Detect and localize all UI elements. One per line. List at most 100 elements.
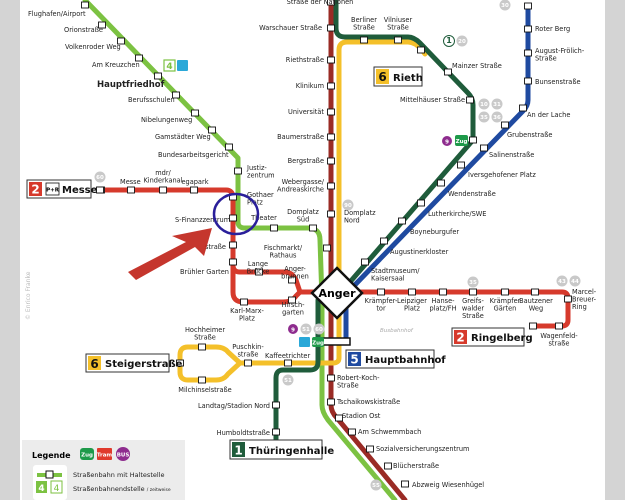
- stop-marker[interactable]: [327, 182, 335, 190]
- station-label-marcel: Marcel-Breuer-Ring: [572, 288, 597, 311]
- stop-marker[interactable]: [384, 462, 392, 470]
- stop-marker[interactable]: [117, 37, 125, 45]
- stop-marker[interactable]: [327, 374, 335, 382]
- stop-marker[interactable]: [327, 108, 335, 116]
- bus-route-number: 10: [480, 102, 488, 108]
- stop-marker[interactable]: [327, 0, 335, 6]
- stop-marker[interactable]: [98, 21, 106, 29]
- anger-hub[interactable]: Anger: [310, 266, 364, 320]
- station-label-mainzer: Mainzer Straße: [452, 62, 502, 70]
- stop-marker[interactable]: [564, 295, 572, 303]
- stop-marker[interactable]: [327, 157, 335, 165]
- stop-marker[interactable]: [439, 288, 447, 296]
- stop-marker[interactable]: [96, 186, 104, 194]
- stop-marker[interactable]: [501, 288, 509, 296]
- stop-marker[interactable]: [327, 133, 335, 141]
- stop-marker[interactable]: [190, 186, 198, 194]
- stop-marker[interactable]: [398, 217, 406, 225]
- stop-marker[interactable]: [417, 199, 425, 207]
- stop-marker[interactable]: [240, 298, 248, 306]
- stop-marker[interactable]: [154, 72, 162, 80]
- stop-marker[interactable]: [335, 414, 343, 422]
- stop-marker[interactable]: [361, 258, 369, 266]
- station-label-kaffee: Kaffeetrichter: [265, 352, 310, 360]
- stop-marker[interactable]: [457, 161, 465, 169]
- stop-marker[interactable]: [524, 2, 532, 10]
- stop-marker[interactable]: [172, 91, 180, 99]
- stop-marker[interactable]: [176, 359, 184, 367]
- stop-marker[interactable]: [272, 428, 280, 436]
- stop-marker[interactable]: [309, 224, 317, 232]
- stop-marker[interactable]: [327, 82, 335, 90]
- terminal-rieth[interactable]: 6 Rieth: [373, 66, 423, 87]
- stop-marker[interactable]: [360, 36, 368, 44]
- stop-marker[interactable]: [244, 359, 252, 367]
- legend-endstelle-num: 4: [38, 484, 44, 494]
- stop-marker[interactable]: [327, 210, 335, 218]
- stop-marker[interactable]: [437, 179, 445, 187]
- station-label-milch: Milchinselstraße: [178, 386, 231, 394]
- station-label-strasse: straße: [205, 243, 226, 251]
- stop-marker[interactable]: [198, 343, 206, 351]
- legend-tram: Tram: [97, 453, 113, 459]
- station-label-klinikum: Klinikum: [296, 82, 324, 90]
- stop-marker[interactable]: [529, 322, 537, 330]
- stop-marker[interactable]: [377, 288, 385, 296]
- stop-marker[interactable]: [255, 268, 263, 276]
- stop-marker[interactable]: [524, 25, 532, 33]
- stop-marker[interactable]: [272, 401, 280, 409]
- stop-marker[interactable]: [417, 46, 425, 54]
- stop-marker[interactable]: [229, 241, 237, 249]
- stop-marker[interactable]: [531, 288, 539, 296]
- stop-marker[interactable]: [288, 276, 296, 284]
- stop-marker[interactable]: [127, 186, 135, 194]
- stop-marker[interactable]: [366, 445, 374, 453]
- terminal-steigerstrasse[interactable]: 6 Steigerstraße: [85, 353, 183, 373]
- stop-marker[interactable]: [270, 224, 278, 232]
- stop-marker[interactable]: [208, 126, 216, 134]
- stop-marker[interactable]: [327, 398, 335, 406]
- stop-marker[interactable]: [524, 49, 532, 57]
- stop-marker[interactable]: [135, 54, 143, 62]
- stop-marker[interactable]: [327, 56, 335, 64]
- stop-marker[interactable]: [444, 68, 452, 76]
- stop-marker[interactable]: [81, 1, 89, 9]
- terminal-messe[interactable]: 2 P+R Messe: [26, 179, 98, 199]
- stop-marker[interactable]: [394, 36, 402, 44]
- stop-marker[interactable]: [524, 77, 532, 85]
- stop-marker[interactable]: [519, 104, 527, 112]
- stop-marker[interactable]: [466, 96, 474, 104]
- stop-marker[interactable]: [469, 136, 477, 144]
- stop-marker[interactable]: [401, 480, 409, 488]
- stop-marker[interactable]: [191, 109, 199, 117]
- stop-marker[interactable]: [229, 214, 237, 222]
- stop-marker[interactable]: [284, 359, 292, 367]
- stop-marker[interactable]: [380, 237, 388, 245]
- stop-marker[interactable]: [408, 288, 416, 296]
- stop-marker[interactable]: [198, 376, 206, 384]
- stop-marker[interactable]: [225, 143, 233, 151]
- stop-marker[interactable]: [229, 258, 237, 266]
- left-border: [0, 0, 20, 500]
- stop-marker[interactable]: [234, 167, 242, 175]
- stop-marker[interactable]: [480, 144, 488, 152]
- stop-marker[interactable]: [159, 186, 167, 194]
- stop-marker[interactable]: [501, 121, 509, 129]
- stop-marker[interactable]: [555, 322, 563, 330]
- bus-route-circle: [313, 323, 325, 335]
- terminal-ringelberg[interactable]: 2 Ringelberg: [451, 327, 533, 347]
- stop-marker[interactable]: [323, 244, 331, 252]
- stop-marker[interactable]: [327, 24, 335, 32]
- terminal-thueringenhalle[interactable]: 1 Thüringenhalle: [229, 439, 334, 460]
- station-label-landtag: Landtag/Stadion Nord: [198, 402, 270, 410]
- terminal-hauptbahnhof[interactable]: 5 Hauptbahnhof: [345, 349, 446, 369]
- line-number: 1: [234, 444, 242, 458]
- station-label-humboldt: Humboldtstraße: [217, 429, 270, 437]
- stop-marker[interactable]: [348, 428, 356, 436]
- bus-route-number: 51: [284, 378, 292, 384]
- stop-marker[interactable]: [469, 288, 477, 296]
- station-label-gamstaedter: Gamstädter Weg: [155, 133, 211, 141]
- stop-marker[interactable]: [288, 296, 296, 304]
